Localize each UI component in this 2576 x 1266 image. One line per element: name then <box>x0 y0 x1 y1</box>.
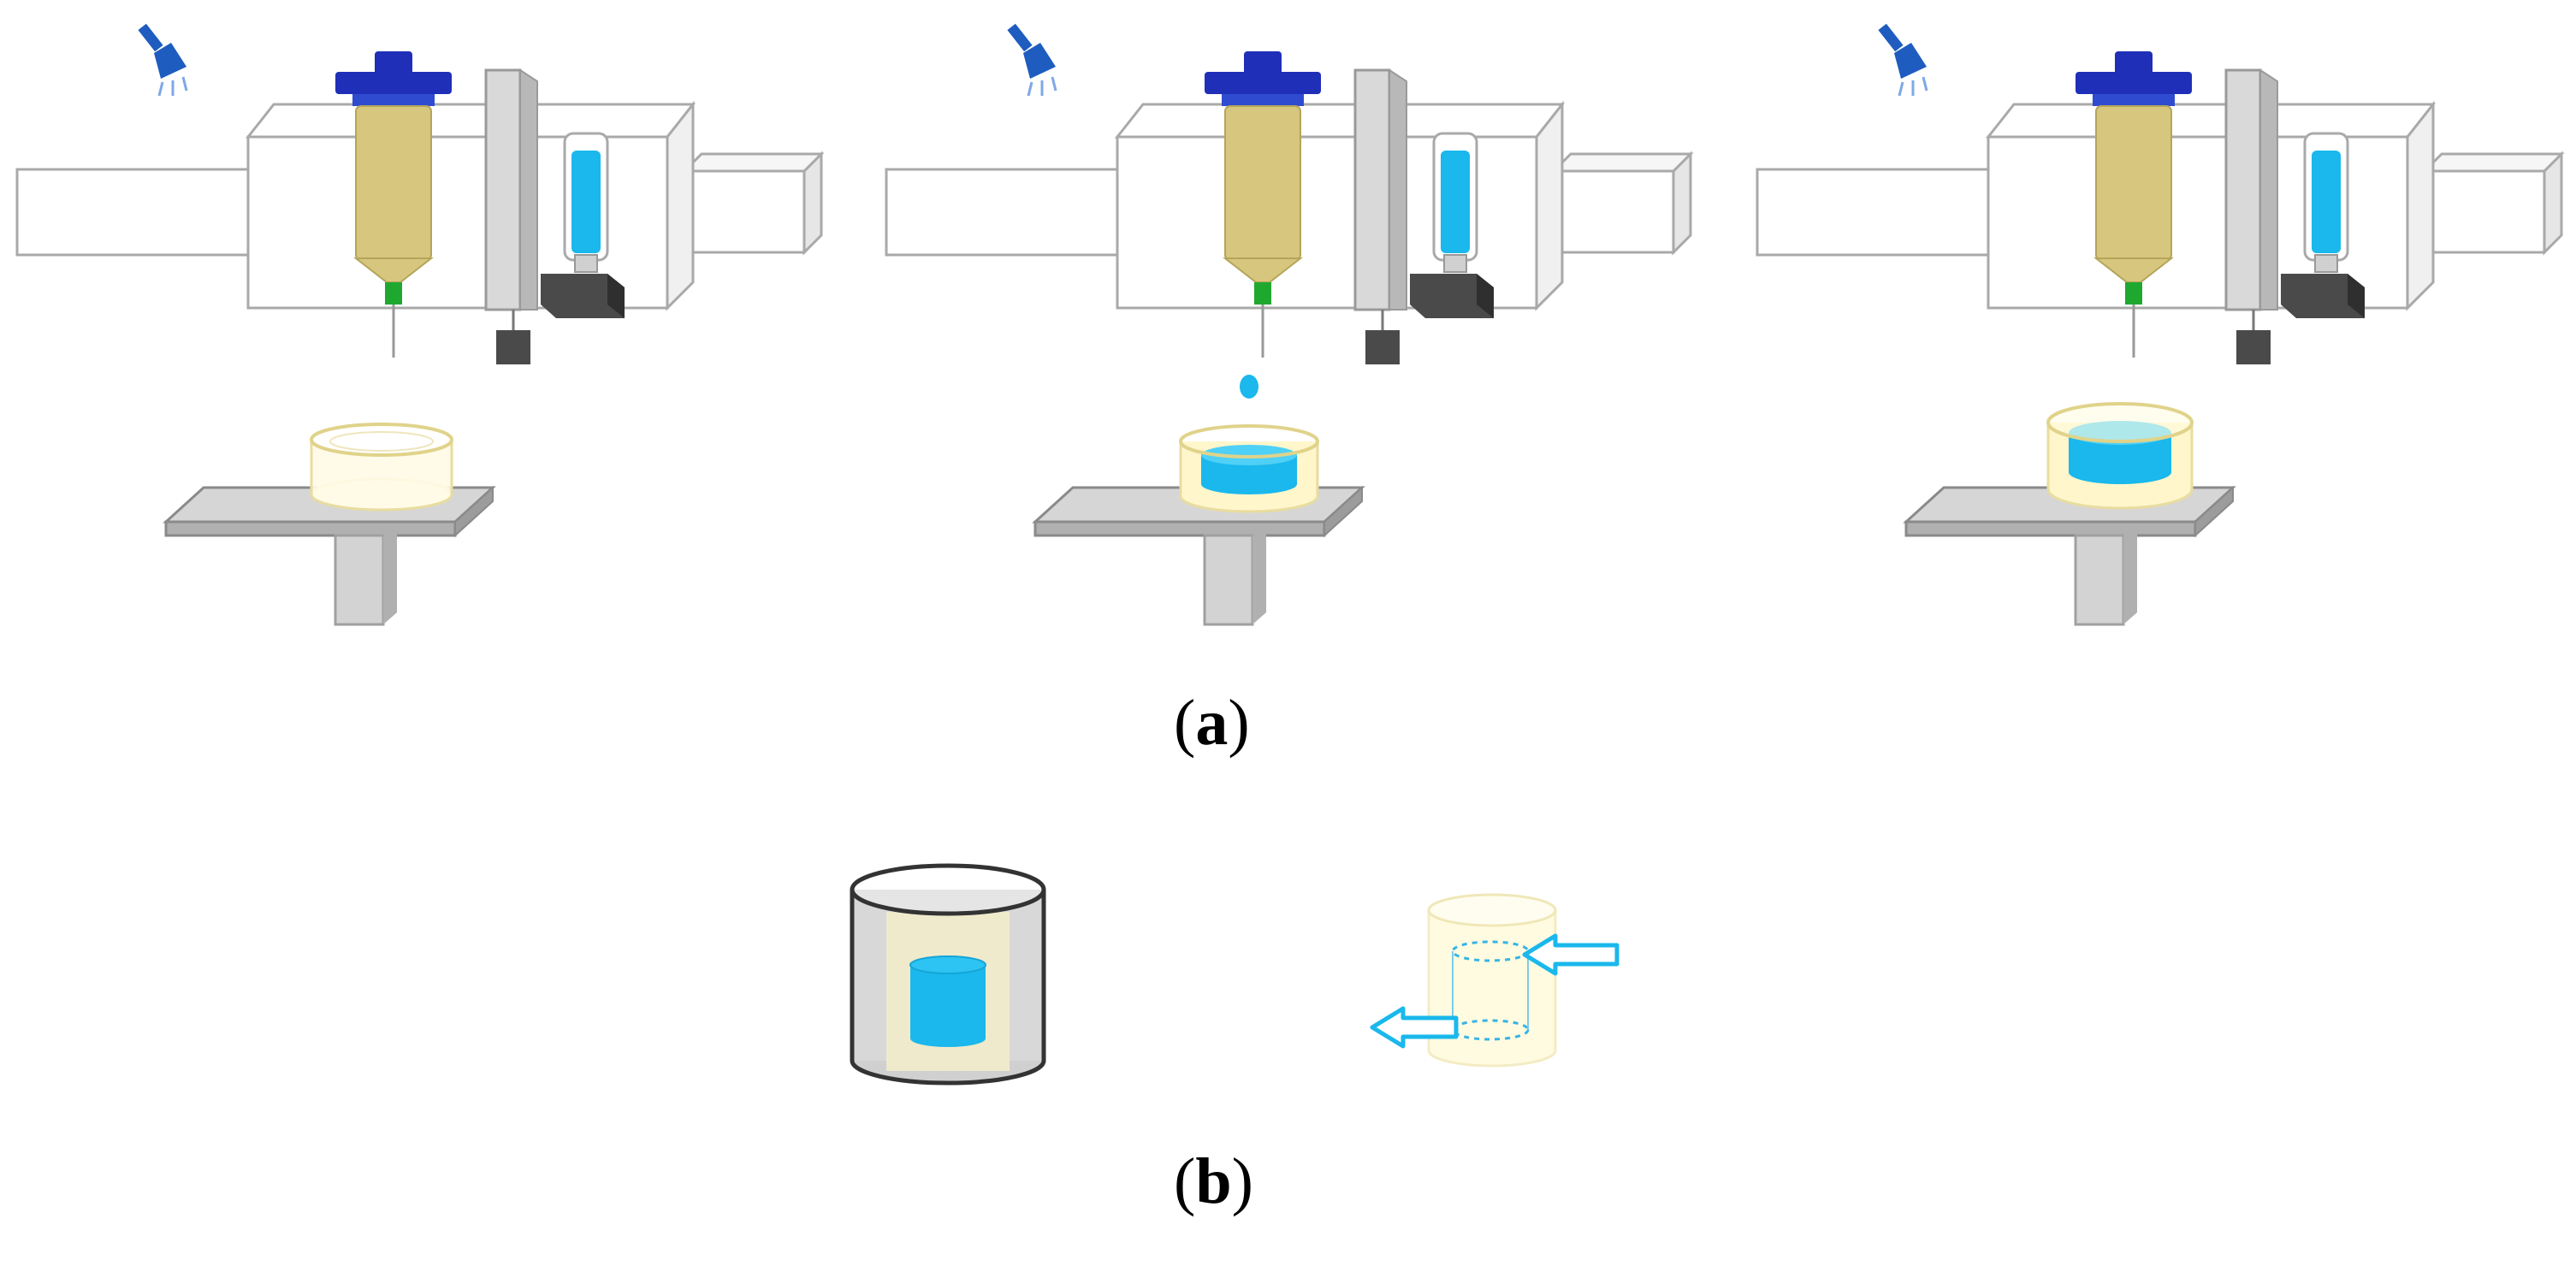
stage-1-shell-printing <box>15 22 823 626</box>
stage-2-core-deposition <box>885 22 1692 626</box>
hydrogel-shell <box>310 423 453 512</box>
stage-3-encapsulation <box>1756 22 2563 626</box>
hydrogel-shell-with-core <box>1179 424 1319 513</box>
panel-label-a: (a) <box>1174 687 1250 759</box>
core-droplet-icon <box>1240 375 1258 399</box>
capsule-in-container <box>850 863 1046 1086</box>
panel-label-b: (b) <box>1174 1145 1253 1217</box>
encapsulated-capsule <box>2046 402 2194 510</box>
hollow-capsule <box>1427 893 1557 1068</box>
flow-arrow-icon <box>1370 1006 1459 1049</box>
flow-arrow-icon <box>1522 933 1620 976</box>
